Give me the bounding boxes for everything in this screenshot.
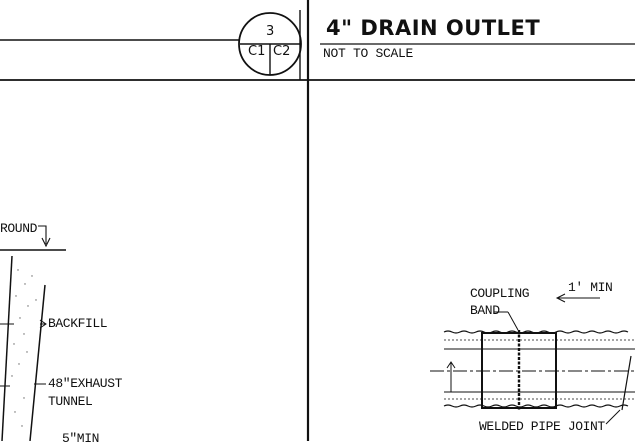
leaders [494, 293, 621, 425]
sheet-ref-right: C2 [273, 44, 291, 59]
detail-bubble [238, 12, 302, 76]
label-tunnel-line2: TUNNEL [48, 394, 93, 409]
pipe-assembly [430, 330, 635, 411]
label-coupling-line1: COUPLING [470, 286, 530, 301]
label-min-length: 1' MIN [568, 280, 613, 295]
label-welded-joint: WELDED PIPE JOINT [479, 419, 605, 434]
detail-title: 4" DRAIN OUTLET [326, 16, 541, 40]
backfill-stipple [11, 269, 37, 427]
label-ground: ROUND [0, 221, 38, 236]
sheet-ref-left: C1 [248, 44, 266, 59]
label-coupling-line2: BAND [470, 303, 500, 318]
trench-section [0, 225, 66, 441]
label-tunnel-line1: 48"EXHAUST [48, 376, 123, 391]
detail-number: 3 [266, 24, 275, 39]
scale-note: NOT TO SCALE [323, 46, 414, 61]
label-backfill: BACKFILL [48, 316, 108, 331]
label-bottom: 5"MIN [62, 431, 100, 446]
